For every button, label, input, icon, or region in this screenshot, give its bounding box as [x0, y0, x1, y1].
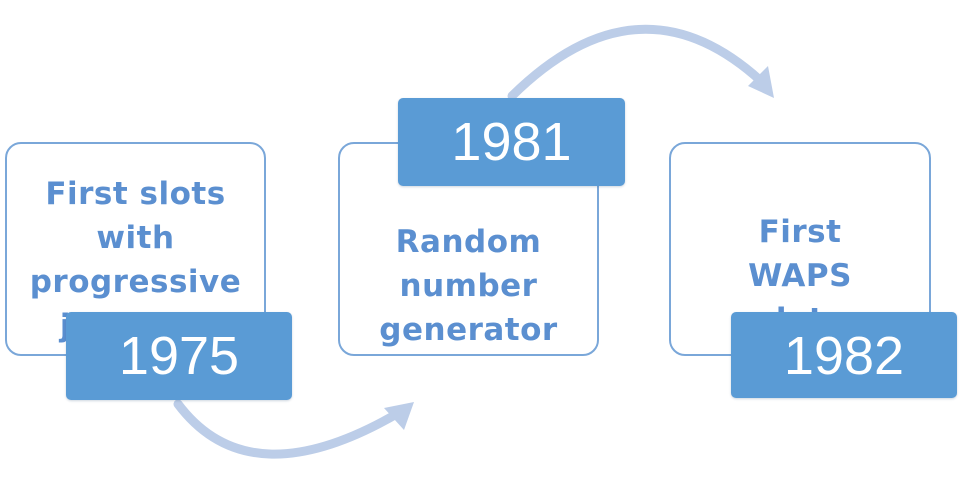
year-box-1981: 1981 [398, 98, 625, 186]
arrow-head-1975-to-1981 [384, 402, 414, 430]
year-box-1982: 1982 [731, 312, 957, 398]
arrow-head-1981-to-1982 [748, 66, 774, 98]
arrow-1981-to-1982 [507, 24, 767, 101]
arrow-1975-to-1981 [173, 399, 405, 459]
step-text-1981: Random number generator [379, 224, 558, 348]
year-box-1975: 1975 [66, 312, 292, 400]
